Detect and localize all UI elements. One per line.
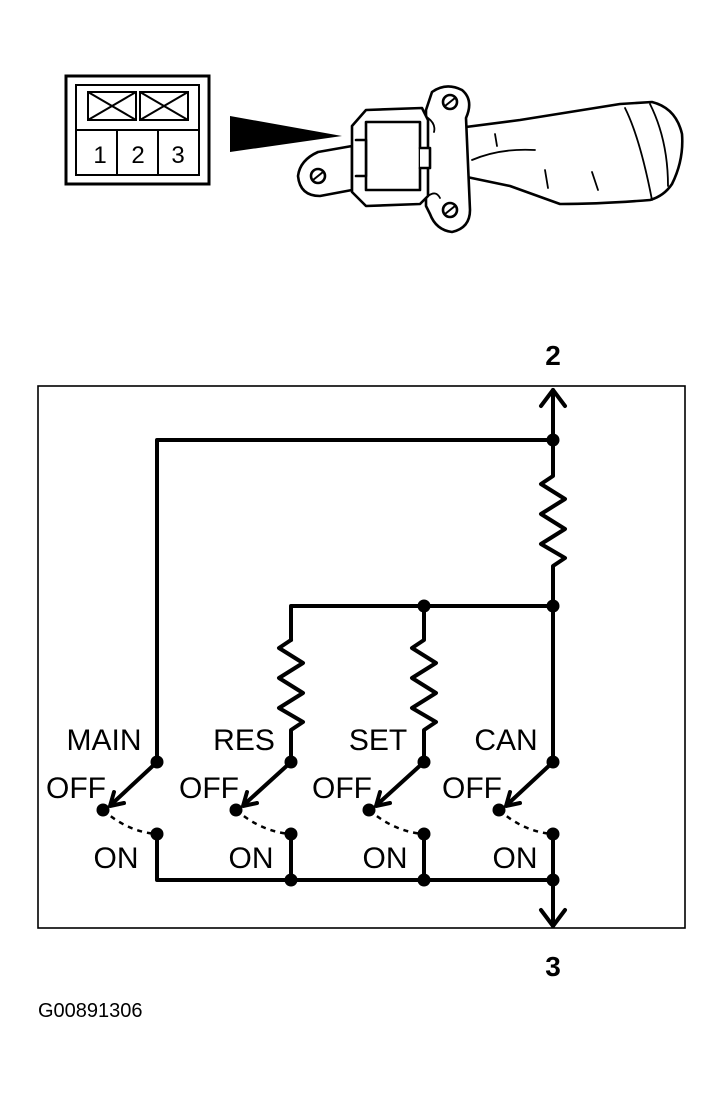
resistor-res bbox=[277, 638, 305, 764]
off-label: OFF bbox=[46, 772, 106, 805]
wiring bbox=[155, 438, 567, 882]
switch-can bbox=[492, 760, 555, 836]
figure-id: G00891306 bbox=[38, 1000, 143, 1022]
pin-label: 2 bbox=[131, 142, 144, 169]
switch-set bbox=[362, 760, 426, 836]
terminal-3-label: 3 bbox=[545, 951, 561, 982]
pointer-arrow-icon bbox=[230, 116, 342, 152]
junction-dots bbox=[150, 433, 560, 887]
switch-main bbox=[96, 760, 159, 836]
switch-res bbox=[229, 760, 293, 836]
off-label: OFF bbox=[179, 772, 239, 805]
blank-cavity-icon bbox=[139, 91, 189, 121]
schematic-frame bbox=[37, 385, 686, 929]
resistor-main bbox=[539, 438, 567, 608]
connector-face: 1 2 3 bbox=[64, 74, 211, 186]
off-label: OFF bbox=[312, 772, 372, 805]
pin-label: 1 bbox=[93, 142, 106, 169]
terminal-2-label: 2 bbox=[545, 340, 561, 371]
resistor-set bbox=[410, 604, 438, 764]
off-label: OFF bbox=[442, 772, 502, 805]
on-label: ON bbox=[493, 842, 538, 875]
switch-label-main: MAIN bbox=[67, 724, 142, 757]
switch-label-can: CAN bbox=[474, 724, 537, 757]
terminal-arrow-icon bbox=[539, 388, 567, 442]
cruise-switch-illustration bbox=[296, 85, 684, 234]
switch-label-set: SET bbox=[349, 724, 407, 757]
on-label: ON bbox=[363, 842, 408, 875]
blank-cavity-icon bbox=[87, 91, 137, 121]
pin-label: 3 bbox=[171, 142, 184, 169]
terminal-arrow-icon bbox=[539, 878, 567, 928]
on-label: ON bbox=[94, 842, 139, 875]
on-label: ON bbox=[229, 842, 274, 875]
switch-label-res: RES bbox=[213, 724, 275, 757]
